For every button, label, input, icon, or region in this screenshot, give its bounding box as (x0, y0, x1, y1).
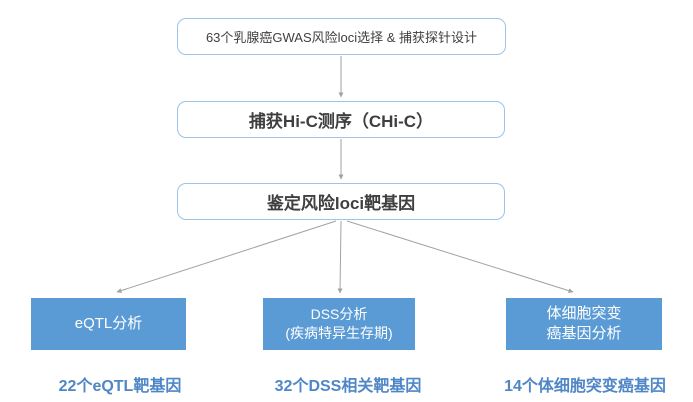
arrow-step3-somatic (346, 220, 574, 294)
branch-label-line: (疾病特异生存期) (285, 325, 393, 341)
result-dss-related-target-genes: 32个DSS相关靶基因 (274, 378, 422, 395)
result-somatic-mutation-cancer-genes: 14个体细胞突变癌基因 (504, 378, 666, 395)
branch-box-eqtl-analysis: eQTL分析 (31, 298, 186, 350)
step-box-target-gene-identification: 鉴定风险loci靶基因 (177, 183, 505, 220)
branch-label-line: DSS分析 (310, 306, 368, 323)
step-box-capture-hic-sequencing: 捕获Hi-C测序（CHi-C） (177, 101, 505, 138)
branch-box-dss-analysis: DSS分析 (疾病特异生存期) (263, 298, 415, 350)
branch-box-somatic-mutation-analysis: 体细胞突变 癌基因分析 (506, 298, 662, 350)
result-eqtl-target-genes: 22个eQTL靶基因 (58, 378, 182, 395)
branch-label-line: 癌基因分析 (546, 325, 622, 342)
arrow-step3-dss (337, 220, 343, 294)
step-label: 捕获Hi-C测序（CHi-C） (248, 112, 434, 131)
step-label: 63个乳腺癌GWAS风险loci选择 & 捕获探针设计 (205, 30, 478, 45)
step-box-loci-selection-probe-design: 63个乳腺癌GWAS风险loci选择 & 捕获探针设计 (177, 18, 506, 55)
branch-label-line: eQTL分析 (74, 314, 143, 332)
step-label: 鉴定风险loci靶基因 (266, 194, 416, 213)
arrow-step3-eqtl (116, 220, 337, 293)
branch-label-line: 体细胞突变 (546, 304, 622, 322)
